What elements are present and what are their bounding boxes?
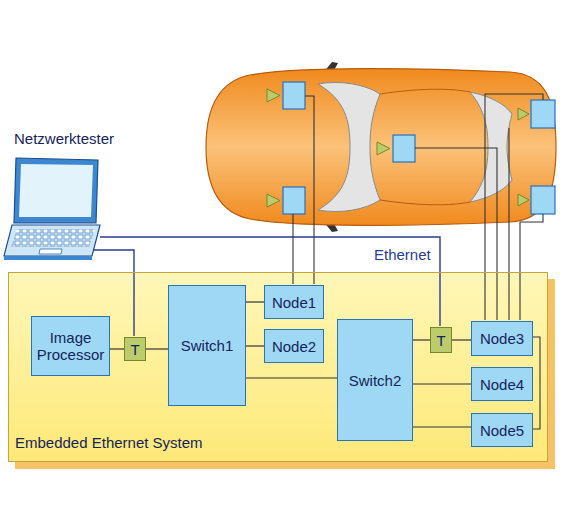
box-label: T (436, 332, 445, 349)
band-title: Embedded Ethernet System (15, 434, 203, 451)
node-box: Node2 (264, 329, 324, 363)
box-label: Node4 (480, 376, 524, 393)
box-label: Switch2 (349, 372, 402, 389)
switch-box: Switch2 (337, 319, 413, 441)
connector-line (246, 377, 337, 378)
node-box: Node3 (471, 321, 533, 356)
tap-box: T (124, 337, 146, 361)
connector-line (246, 301, 264, 302)
connector-line (452, 339, 471, 340)
node-box: Node5 (471, 413, 533, 447)
connector-line (413, 426, 471, 427)
system-band: Embedded Ethernet System Image Processor T… (8, 272, 548, 462)
node-box: Node1 (264, 285, 324, 319)
ethernet-cable (100, 237, 440, 326)
connector-line (110, 348, 124, 349)
box-label: Node2 (272, 338, 316, 355)
connector-line (246, 345, 264, 346)
connector-line (413, 383, 471, 384)
node-box: Node4 (471, 367, 533, 401)
box-label: Node5 (480, 422, 524, 439)
connector-line (413, 339, 430, 340)
box-label: Node1 (272, 294, 316, 311)
car-illustration (206, 62, 556, 232)
process-box: Image Processor (31, 316, 110, 376)
switch-box: Switch1 (168, 285, 246, 406)
box-label: Image Processor (32, 329, 109, 363)
box-label: T (130, 341, 139, 358)
box-label: Switch1 (181, 337, 234, 354)
tap-box: T (430, 327, 452, 353)
band-fill (8, 272, 548, 462)
laptop-icon (4, 158, 100, 260)
caption-label: Netzwerktester (14, 130, 114, 147)
sensor-wires (293, 94, 543, 429)
connector-line (146, 348, 168, 349)
box-label: Node3 (480, 330, 524, 347)
cable-label: Ethernet (374, 246, 431, 263)
